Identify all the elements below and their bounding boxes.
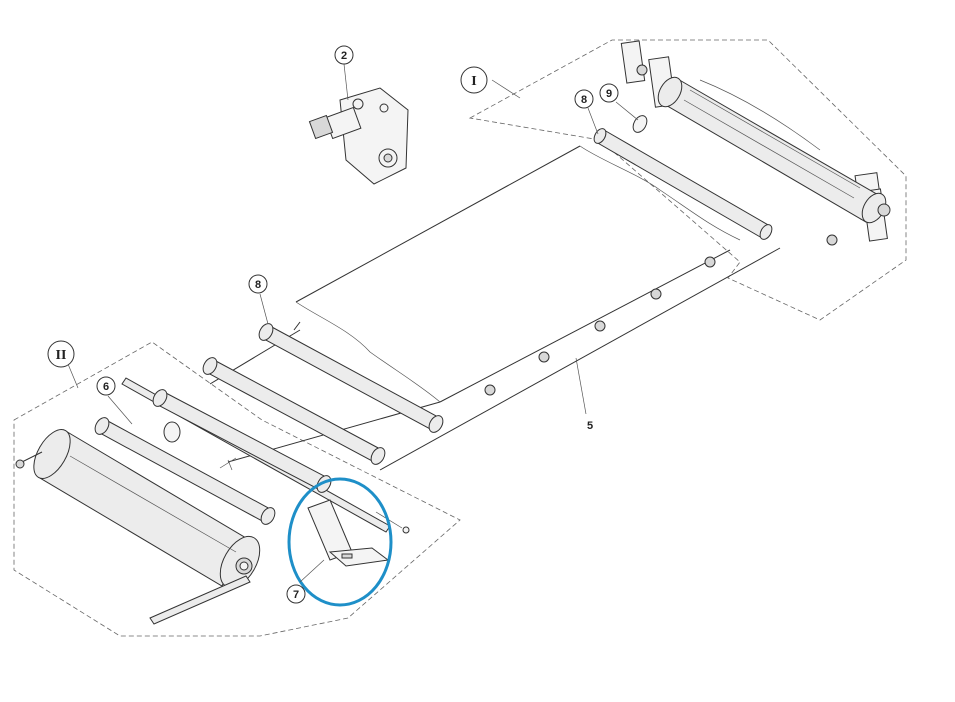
callout-7: 7 (286, 584, 306, 604)
highlight-ring (287, 477, 393, 607)
callout-8-top: 8 (574, 89, 594, 109)
guide-roller-9 (632, 115, 648, 133)
drive-drum-assembly (620, 40, 891, 242)
assembly-I-label: I (460, 66, 488, 94)
leader-lines (67, 63, 639, 583)
middle-roller-8 (258, 323, 444, 433)
middle-roller-lower (202, 357, 386, 465)
tail-drum-assembly (15, 377, 391, 625)
callout-2: 2 (334, 45, 354, 65)
conveyor-belt (209, 145, 838, 471)
callout-8-middle: 8 (248, 274, 268, 294)
assembly-I-boundary (468, 39, 907, 321)
belt-cleats (484, 234, 838, 396)
assembly-II-text: II (56, 348, 67, 363)
callout-2-label: 2 (341, 50, 347, 62)
assembly-II-label: II (47, 340, 75, 368)
callout-8-top-label: 8 (581, 94, 587, 106)
callout-9: 9 (599, 83, 619, 103)
callout-6: 6 (96, 376, 116, 396)
callout-6-label: 6 (103, 381, 109, 393)
assembly-I-text: I (471, 74, 476, 89)
callout-7-label: 7 (293, 589, 299, 601)
scraper-bracket (307, 499, 410, 567)
part-5-label: 5 (587, 420, 593, 432)
assembly-II-boundary (13, 341, 461, 637)
top-idler-roller (593, 128, 773, 240)
callout-8-middle-label: 8 (255, 279, 261, 291)
callout-9-label: 9 (606, 88, 612, 100)
gear-motor (308, 87, 409, 185)
